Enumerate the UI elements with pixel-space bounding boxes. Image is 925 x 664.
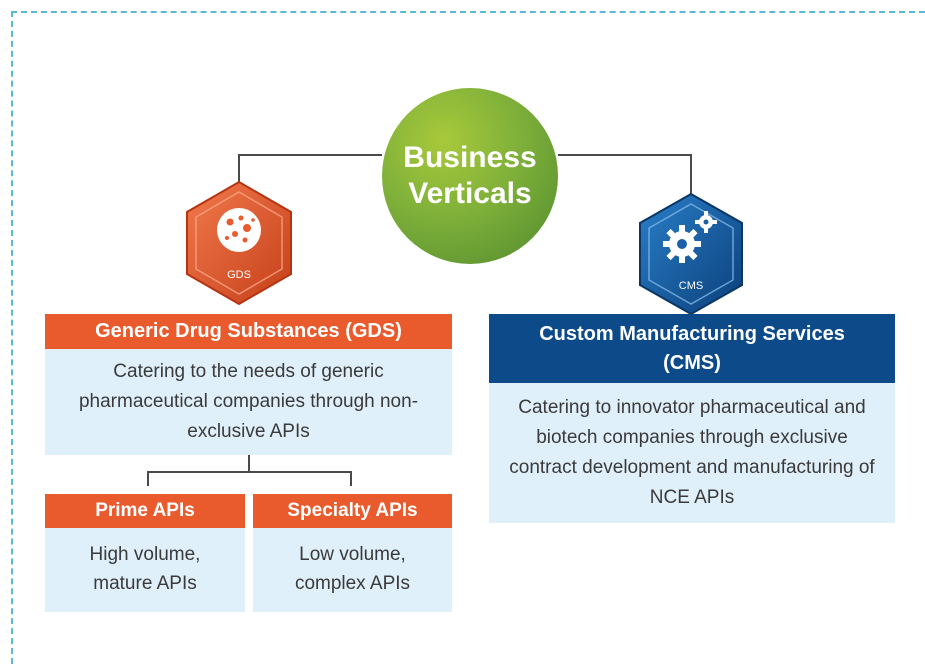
cms-description: Catering to innovator pharmaceutical and…	[509, 397, 875, 508]
specialty-apis-description: Low volume, complex APIs	[294, 544, 411, 594]
gds-description: Catering to the needs of generic pharmac…	[78, 361, 419, 442]
connector-sub-left	[147, 471, 149, 486]
gears-icon	[663, 211, 717, 263]
dashed-frame-top	[11, 11, 925, 13]
prime-apis-title-bar: Prime APIs	[45, 494, 245, 528]
connector-sub-h	[147, 471, 352, 473]
specialty-apis-title: Specialty APIs	[287, 500, 418, 521]
cms-title: Custom Manufacturing Services (CMS)	[539, 323, 845, 374]
connector-sub-right	[350, 471, 352, 486]
gds-title: Generic Drug Substances (GDS)	[95, 320, 402, 342]
prime-apis-description: High volume, mature APIs	[89, 544, 201, 594]
gds-badge-label: GDS	[227, 269, 251, 281]
cms-hexagon-badge: CMS	[639, 192, 743, 316]
connector-right-v	[690, 154, 692, 194]
cms-badge-label: CMS	[679, 280, 703, 292]
gds-hexagon-badge: GDS	[186, 180, 292, 306]
prime-apis-description-box: High volume, mature APIs	[45, 528, 245, 612]
business-verticals-hub: Business Verticals	[382, 88, 558, 264]
dashed-frame-left	[11, 11, 13, 664]
connector-right-h	[558, 154, 692, 156]
cms-title-bar: Custom Manufacturing Services (CMS)	[489, 314, 895, 383]
cms-description-box: Catering to innovator pharmaceutical and…	[489, 383, 895, 523]
connector-left-h	[238, 154, 382, 156]
gds-description-box: Catering to the needs of generic pharmac…	[45, 349, 452, 455]
connector-sub-v	[248, 455, 250, 472]
hub-title: Business Verticals	[403, 141, 537, 210]
molecule-dots-icon	[217, 208, 261, 252]
connector-left-v	[238, 154, 240, 182]
specialty-apis-description-box: Low volume, complex APIs	[253, 528, 452, 612]
specialty-apis-title-bar: Specialty APIs	[253, 494, 452, 528]
prime-apis-title: Prime APIs	[95, 500, 195, 521]
gds-title-bar: Generic Drug Substances (GDS)	[45, 314, 452, 349]
